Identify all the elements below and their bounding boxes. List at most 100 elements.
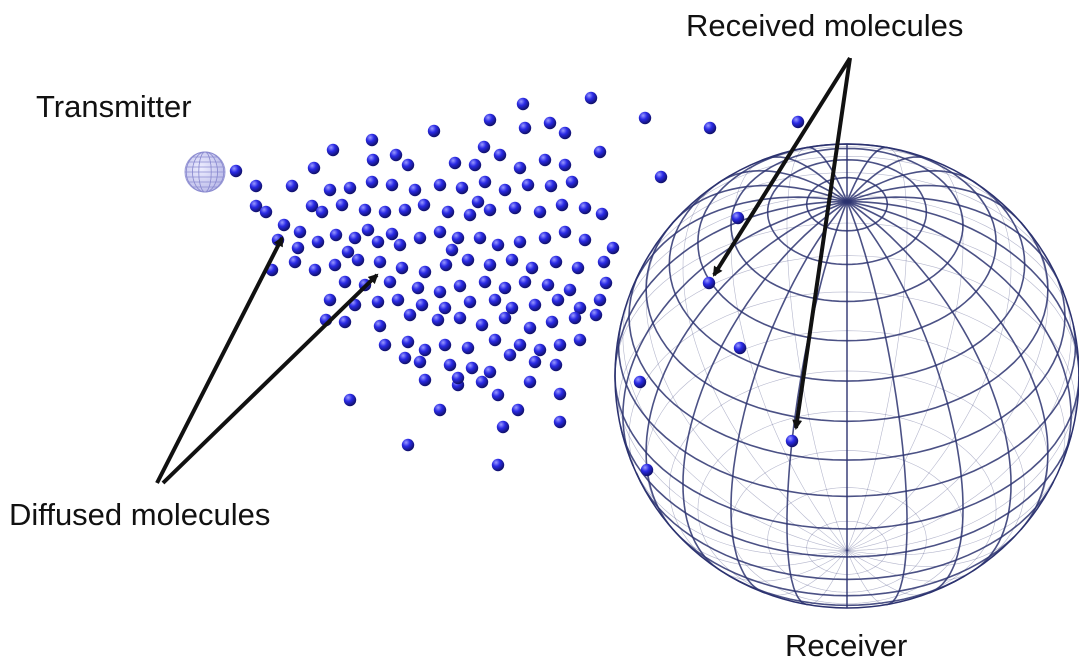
molecule <box>418 343 432 357</box>
molecule <box>731 211 745 225</box>
molecule <box>408 183 422 197</box>
molecule <box>465 361 479 375</box>
diffused-molecules-label: Diffused molecules <box>9 497 271 532</box>
molecule <box>593 293 607 307</box>
molecule <box>438 338 452 352</box>
molecule <box>418 373 432 387</box>
molecule <box>505 301 519 315</box>
molecule <box>461 253 475 267</box>
molecule <box>393 238 407 252</box>
molecule <box>477 140 491 154</box>
molecule <box>573 333 587 347</box>
molecule <box>411 281 425 295</box>
molecule <box>277 218 291 232</box>
molecule <box>533 205 547 219</box>
molecule <box>259 205 273 219</box>
molecule <box>326 143 340 157</box>
molecule <box>307 161 321 175</box>
molecule <box>418 265 432 279</box>
molecule <box>451 371 465 385</box>
molecule <box>478 175 492 189</box>
molecule <box>417 198 431 212</box>
molecule <box>371 295 385 309</box>
molecule <box>451 231 465 245</box>
molecule <box>733 341 747 355</box>
molecule <box>633 375 647 389</box>
molecule <box>413 231 427 245</box>
molecule <box>538 231 552 245</box>
molecule <box>593 145 607 159</box>
molecule <box>249 199 263 213</box>
molecule <box>498 183 512 197</box>
molecule <box>528 355 542 369</box>
molecule <box>654 170 668 184</box>
molecule <box>439 258 453 272</box>
arrow-received-1 <box>712 56 852 277</box>
molecule <box>553 338 567 352</box>
molecule <box>563 283 577 297</box>
molecule <box>311 235 325 249</box>
arrow-diffused-2 <box>161 273 379 485</box>
molecule <box>493 148 507 162</box>
molecule <box>589 308 603 322</box>
molecule <box>508 201 522 215</box>
molecule <box>513 338 527 352</box>
molecule <box>433 225 447 239</box>
molecule <box>415 298 429 312</box>
molecule <box>401 158 415 172</box>
molecule <box>483 258 497 272</box>
molecule <box>702 276 716 290</box>
molecule <box>475 375 489 389</box>
molecule <box>365 133 379 147</box>
molecule <box>351 253 365 267</box>
molecule <box>544 179 558 193</box>
molecule <box>305 199 319 213</box>
molecule <box>558 126 572 140</box>
molecule <box>365 175 379 189</box>
molecule <box>703 121 717 135</box>
molecule <box>640 463 654 477</box>
molecule <box>455 181 469 195</box>
molecule <box>791 115 805 129</box>
molecule <box>335 198 349 212</box>
molecule <box>343 181 357 195</box>
transmitter-sphere <box>184 151 226 193</box>
arrow-diffused-1 <box>155 236 284 484</box>
molecule <box>518 275 532 289</box>
molecule <box>389 148 403 162</box>
molecule <box>373 319 387 333</box>
molecule <box>553 387 567 401</box>
molecule <box>638 111 652 125</box>
molecule <box>513 235 527 249</box>
molecule <box>518 121 532 135</box>
molecule <box>538 153 552 167</box>
molecule <box>565 175 579 189</box>
molecule <box>341 245 355 259</box>
molecule <box>505 253 519 267</box>
molecule <box>361 223 375 237</box>
molecule <box>401 438 415 452</box>
molecule <box>584 91 598 105</box>
molecule <box>431 313 445 327</box>
molecule <box>385 227 399 241</box>
molecule <box>329 228 343 242</box>
molecule <box>328 258 342 272</box>
molecule <box>551 293 565 307</box>
received-molecules-label: Received molecules <box>686 8 964 43</box>
molecule <box>491 388 505 402</box>
molecule <box>473 231 487 245</box>
molecule <box>785 434 799 448</box>
molecule <box>371 235 385 249</box>
molecule <box>568 311 582 325</box>
molecule <box>448 156 462 170</box>
molecule <box>461 341 475 355</box>
molecule <box>483 113 497 127</box>
molecule <box>398 203 412 217</box>
molecule <box>315 205 329 219</box>
molecule <box>478 275 492 289</box>
molecule <box>498 311 512 325</box>
molecule <box>383 275 397 289</box>
molecule <box>373 255 387 269</box>
molecule <box>555 198 569 212</box>
